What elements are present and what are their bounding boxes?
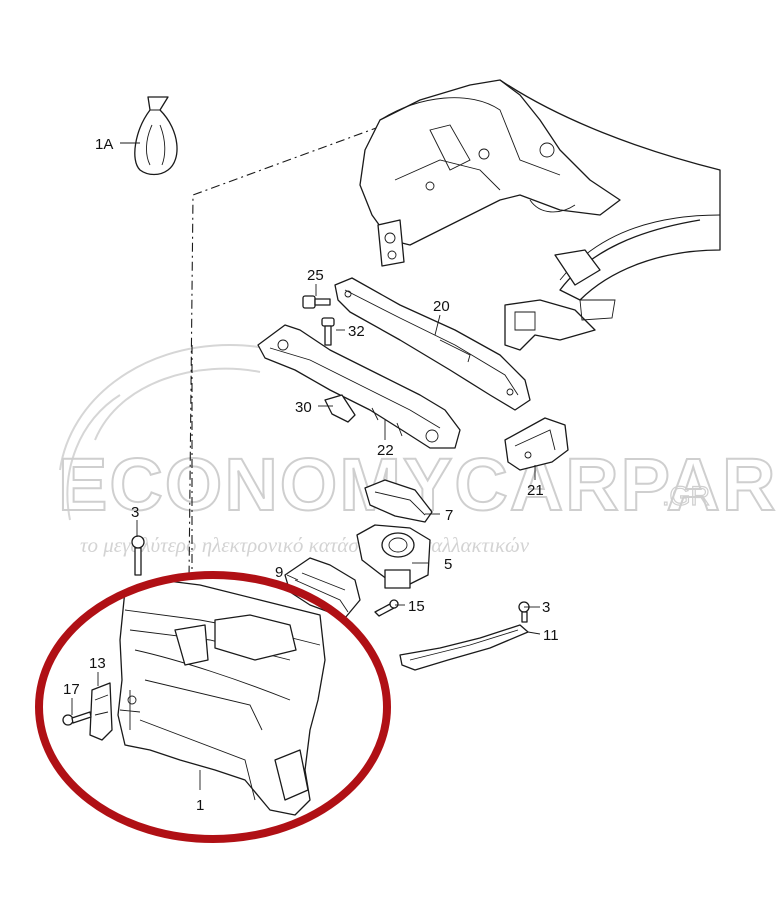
callout-3-right: 3	[542, 599, 550, 616]
watermark: ECONOMYCARPARTS .GR το μεγαλύτερο ηλεκτρ…	[57, 343, 776, 557]
callout-22: 22	[377, 442, 394, 459]
callout-11: 11	[543, 627, 559, 644]
bolt-25	[302, 295, 331, 309]
part-5-air-duct	[356, 524, 431, 589]
callout-17: 17	[63, 681, 80, 698]
body-structure	[359, 79, 721, 351]
part-21-bracket	[504, 417, 569, 471]
callout-25: 25	[307, 267, 324, 284]
callout-7: 7	[445, 507, 453, 524]
leader-lines	[71, 142, 541, 790]
part-7-air-guide	[364, 479, 433, 523]
callout-30: 30	[295, 399, 312, 416]
screw-3-right	[518, 601, 530, 623]
callouts: 1A 1 3 3 5 7 9 11 13 15 17 20 21 22 25 3…	[63, 136, 559, 814]
callout-20: 20	[433, 298, 450, 315]
callout-15: 15	[408, 598, 425, 615]
part-1A-bag	[134, 96, 178, 176]
callout-13: 13	[89, 655, 106, 672]
part-1-lock-carrier	[117, 579, 326, 816]
bolt-32	[321, 317, 335, 346]
callout-21: 21	[527, 482, 544, 499]
callout-32: 32	[348, 323, 365, 340]
highlight-ring	[35, 571, 391, 843]
screw-15	[374, 599, 399, 617]
part-30-bracket	[324, 394, 356, 423]
watermark-tagline: το μεγαλύτερο ηλεκτρονικό κατάστημα αντα…	[80, 533, 530, 557]
screw-17	[62, 711, 92, 726]
callout-3-upper: 3	[131, 504, 139, 521]
callout-5: 5	[444, 556, 452, 573]
part-11-stay	[399, 624, 529, 671]
part-13-bracket	[89, 682, 113, 741]
reference-lines	[188, 119, 399, 581]
part-20-cross-member	[334, 277, 531, 411]
callout-1: 1	[196, 797, 204, 814]
watermark-brand-suffix: .GR	[662, 481, 710, 511]
part-22-support	[257, 324, 461, 449]
part-9-air-duct	[284, 557, 361, 619]
callout-9: 9	[275, 564, 283, 581]
screw-3-upper	[131, 535, 145, 576]
callout-1A: 1A	[95, 136, 113, 153]
